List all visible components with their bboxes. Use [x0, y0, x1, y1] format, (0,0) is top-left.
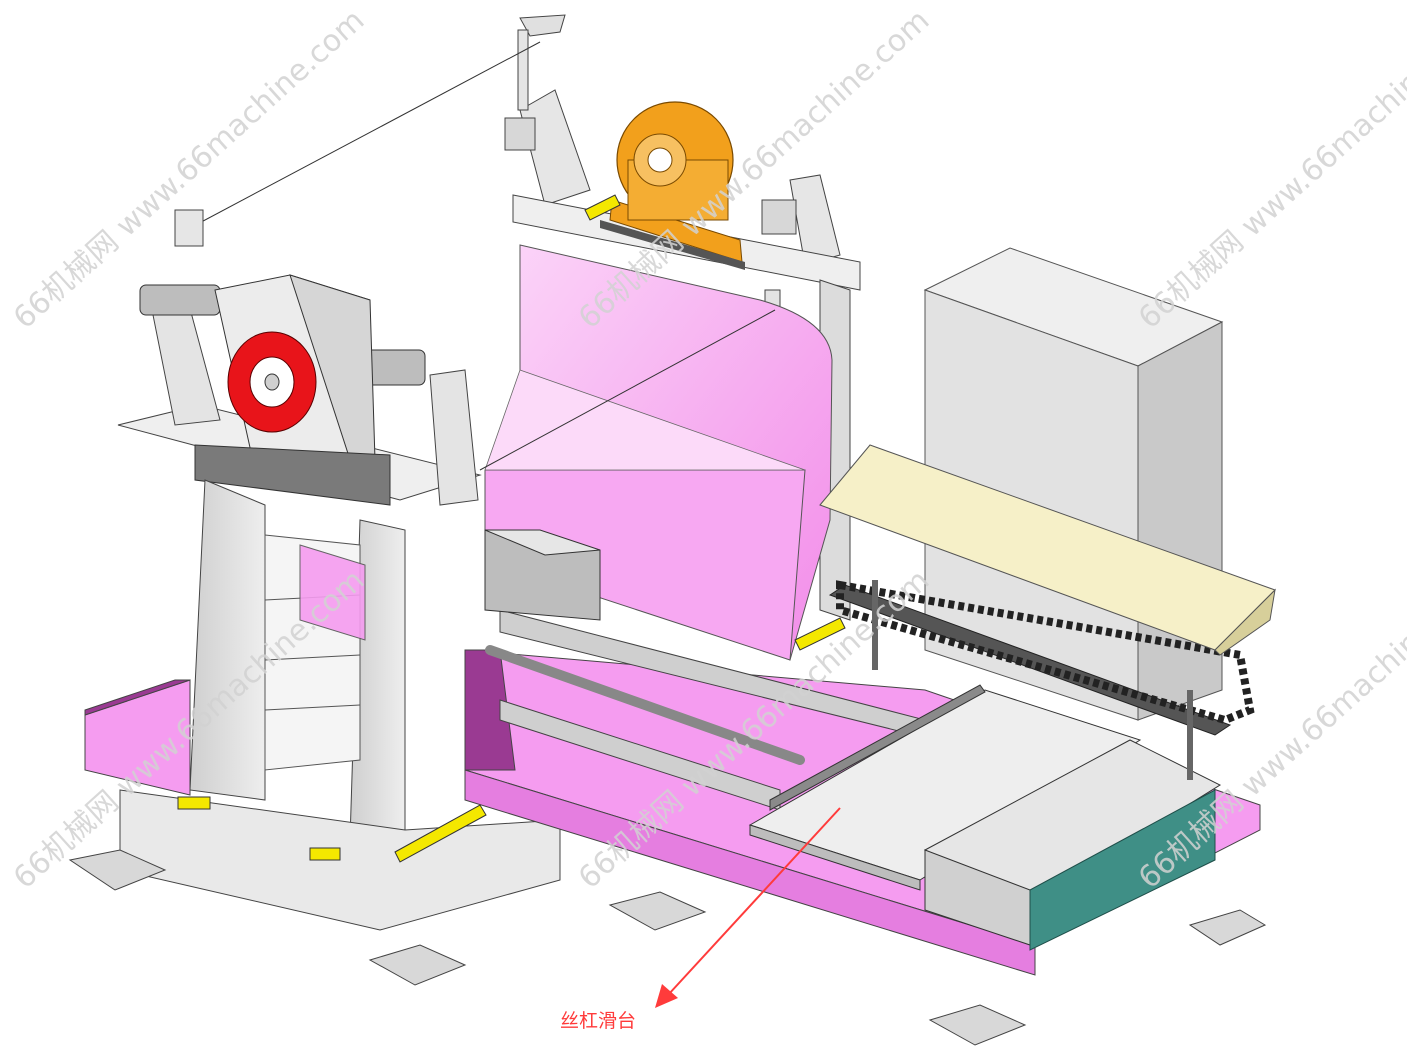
left-stand-frame: [189, 479, 406, 841]
annotation-arrow: [655, 807, 841, 1008]
annotation-label: 丝杠滑台: [560, 1010, 637, 1032]
slide-table-plate: [748, 684, 1142, 891]
linear-guide-rails: [484, 529, 936, 811]
light-curtain-beams: [174, 41, 776, 471]
yellow-blocks: [177, 194, 846, 863]
cream-chain-guard: [819, 444, 1276, 656]
left-headstock-tower: [117, 274, 482, 506]
watermark-text: 66机械网 www.66machine.com: [1132, 3, 1407, 336]
bellows-cover: [923, 739, 1222, 951]
rotary-positioner: [600, 101, 745, 270]
cable-chain: [828, 580, 1255, 780]
left-pink-tray: [84, 679, 191, 796]
